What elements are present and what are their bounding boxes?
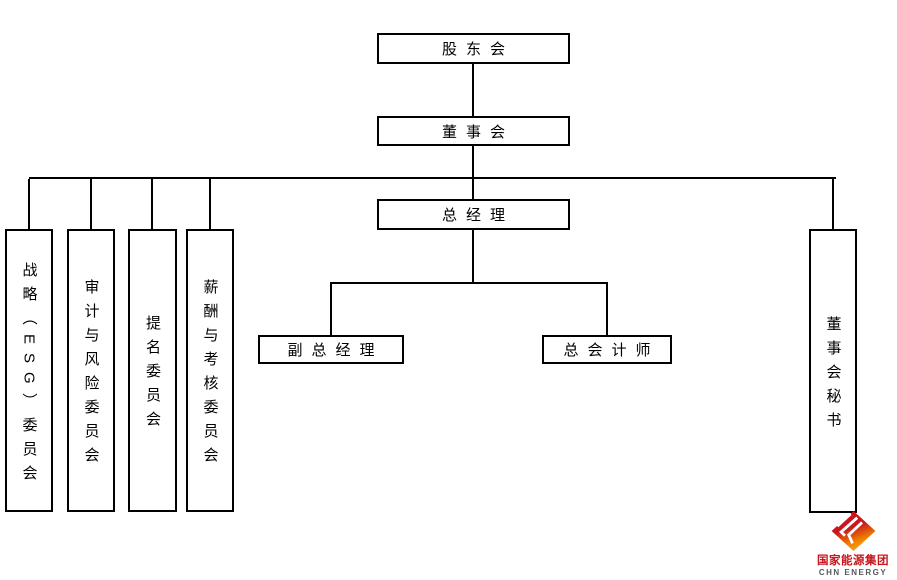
node-board-secretary: 董事会秘书 [809,229,857,513]
node-label: 战略（ESG）委员会 [20,261,38,489]
connector-drop-strategy [28,179,30,229]
node-label: 董事会秘书 [824,315,842,436]
connector-drop-audit [90,179,92,229]
connector-board-branch [472,146,474,199]
logo-company-name: 国家能源集团 [817,555,889,567]
connector-drop-nomination [151,179,153,229]
connector-drop-remuneration [209,179,211,229]
connector-drop-secretary [832,179,834,229]
node-label: 提名委员会 [144,315,161,435]
node-chief-accountant: 总会计师 [542,335,672,364]
chn-energy-logo-mark [831,511,875,551]
node-label: 股东会 [441,41,514,58]
connector-drop-deputy-gm [330,284,332,335]
node-remuneration-assessment-committee: 薪酬与考核委员会 [186,229,234,512]
node-label: 审计与风险委员会 [82,279,100,471]
connector-branch-horizontal-top [29,177,836,179]
node-label: 总会计师 [563,342,660,359]
connector-gm-branch [472,230,474,283]
node-label: 副总经理 [287,342,384,359]
connector-shareholders-board [472,64,474,116]
node-board-of-directors: 董事会 [377,116,570,146]
node-shareholders-meeting: 股东会 [377,33,570,64]
logo-company-name-en: CHN ENERGY [818,568,888,577]
node-label: 董事会 [441,123,514,141]
node-nomination-committee: 提名委员会 [128,229,177,512]
connector-drop-chief-accountant [606,284,608,335]
node-deputy-general-manager: 副总经理 [258,335,404,364]
node-label: 总经理 [441,207,514,224]
connector-branch-horizontal-gm [330,282,608,284]
node-general-manager: 总经理 [377,199,570,230]
chn-energy-logo: 国家能源集团 CHN ENERGY [815,511,891,577]
node-strategy-esg-committee: 战略（ESG）委员会 [5,229,53,512]
node-audit-risk-committee: 审计与风险委员会 [67,229,115,512]
node-label: 薪酬与考核委员会 [201,279,219,471]
